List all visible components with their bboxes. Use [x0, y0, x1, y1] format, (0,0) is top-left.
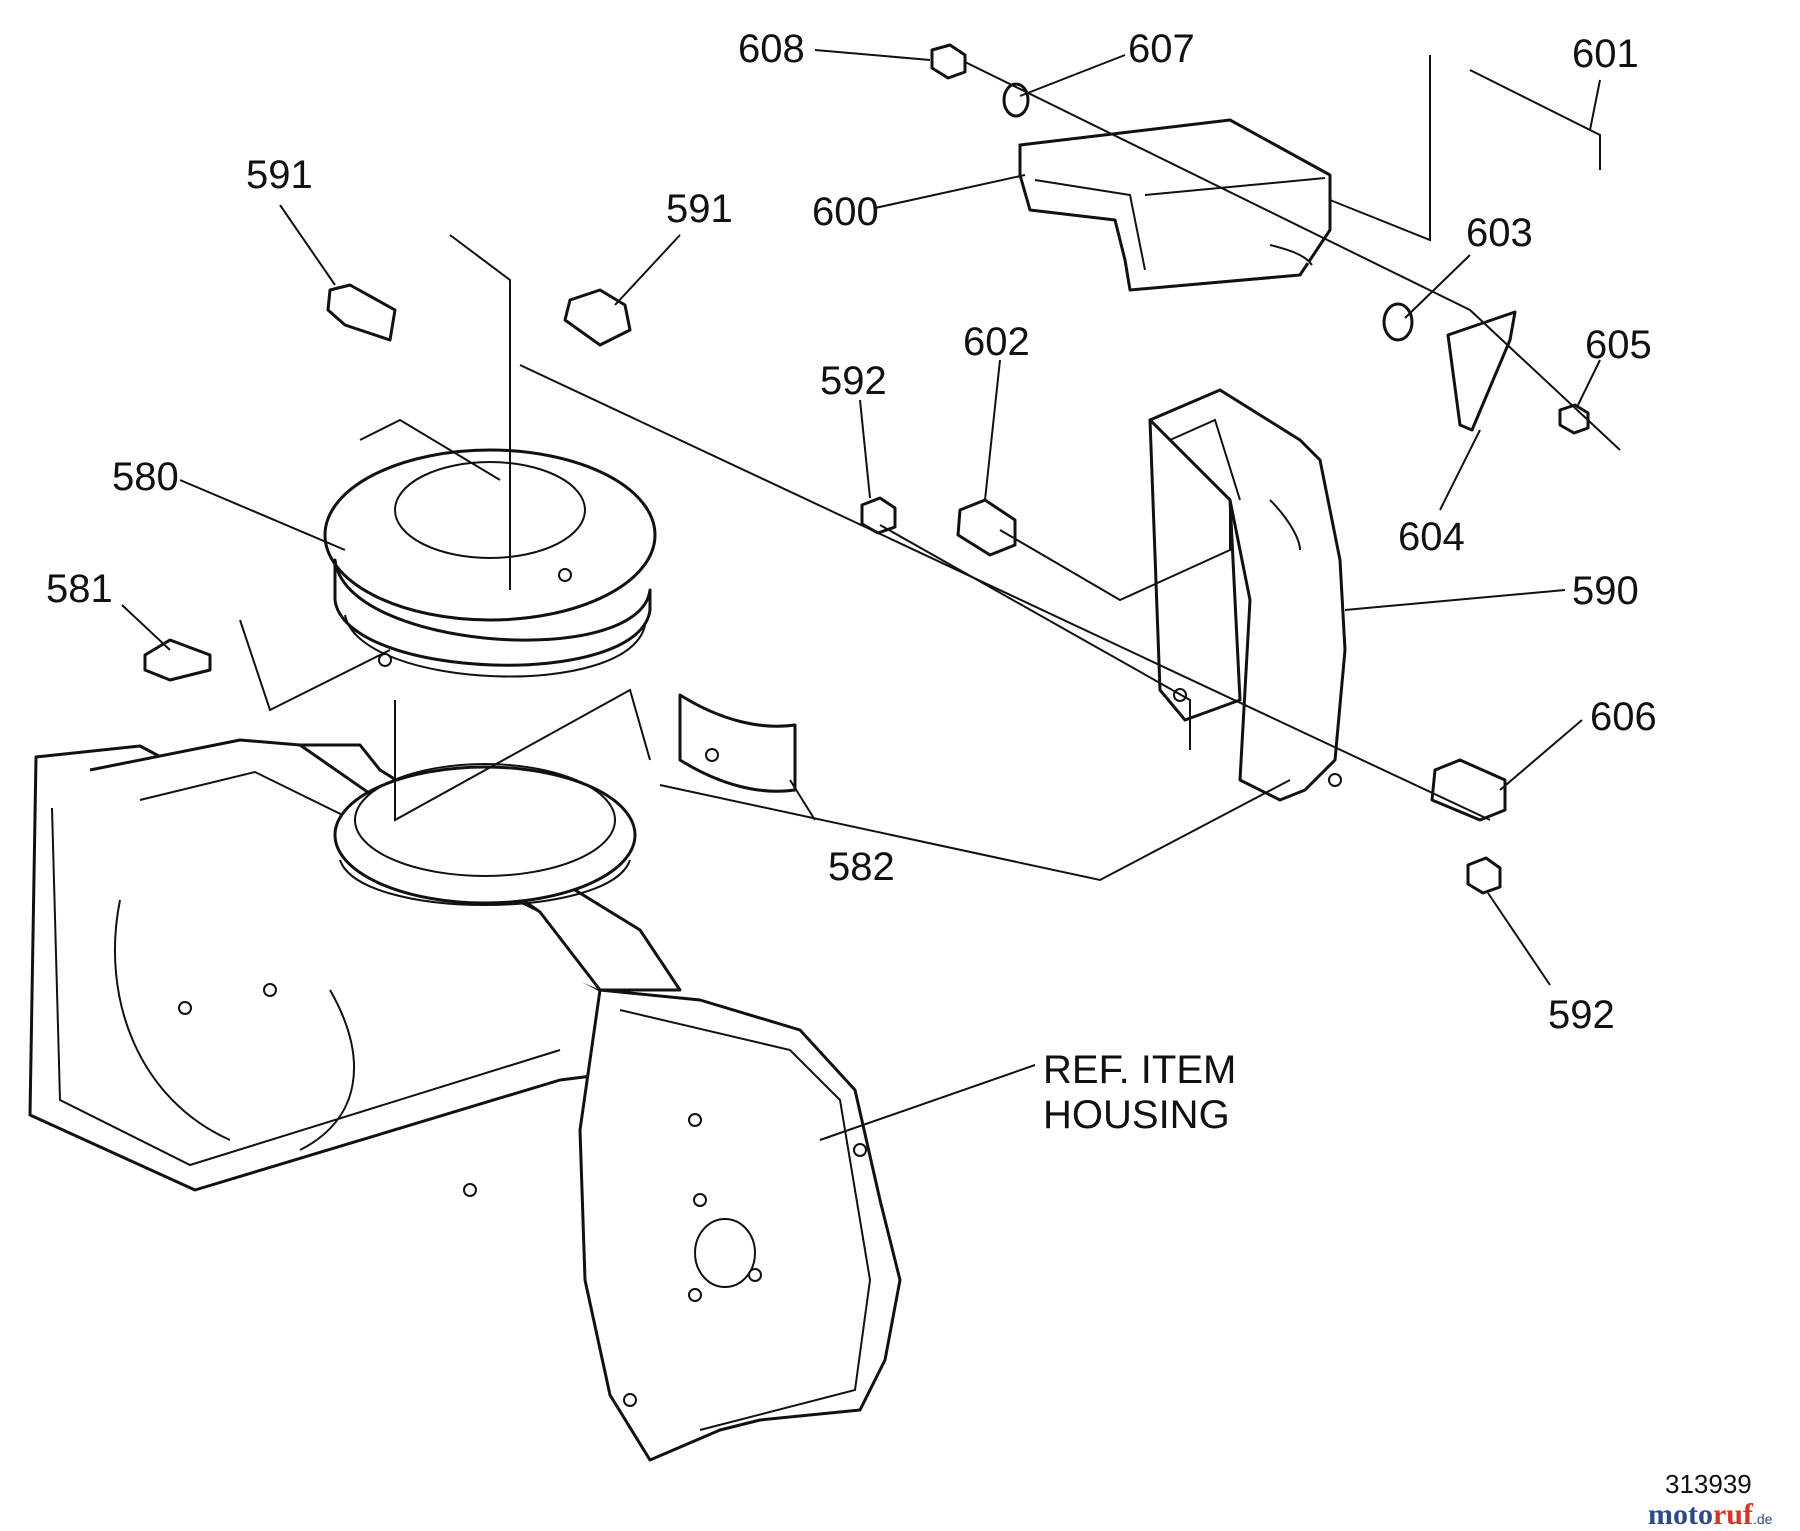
watermark-brand-a: moto: [1648, 1498, 1713, 1531]
reference-label-line1: REF. ITEM: [1043, 1048, 1236, 1092]
segment-582: [678, 693, 797, 793]
callout-592-top: 592: [820, 359, 887, 403]
assembly-lines: [239, 55, 1621, 882]
document-number: 313939: [1665, 1469, 1752, 1499]
callout-606: 606: [1590, 695, 1657, 739]
callout-labels: 608 607 601 591 591 600 603 605 592 602 …: [46, 27, 1752, 1499]
callout-605: 605: [1585, 323, 1652, 367]
callout-580: 580: [112, 455, 179, 499]
callout-591-right: 591: [666, 187, 733, 231]
callout-604: 604: [1398, 515, 1465, 559]
hardware: [143, 43, 1601, 895]
callout-603: 603: [1466, 211, 1533, 255]
watermark-tld: .de: [1753, 1511, 1773, 1527]
callout-601: 601: [1572, 32, 1639, 76]
bracket-590: [1148, 388, 1347, 802]
chute-ring-580: [323, 448, 657, 678]
callout-592-bottom: 592: [1548, 993, 1615, 1037]
svg-text:motoruf.de: motoruf.de: [1648, 1498, 1773, 1531]
callout-591-left: 591: [246, 153, 313, 197]
callout-590: 590: [1572, 569, 1639, 613]
leader-lines: [121, 49, 1601, 1141]
watermark-brand-b: ruf: [1713, 1498, 1754, 1531]
callout-582: 582: [828, 845, 895, 889]
deflector-600: [1018, 118, 1332, 292]
callout-602: 602: [963, 320, 1030, 364]
housing: [28, 738, 902, 1462]
callout-581: 581: [46, 567, 113, 611]
callout-600: 600: [812, 190, 879, 234]
reference-label-line2: HOUSING: [1043, 1093, 1230, 1137]
callout-607: 607: [1128, 27, 1195, 71]
watermark-logo: motoruf.de: [1648, 1498, 1773, 1531]
callout-608: 608: [738, 27, 805, 71]
